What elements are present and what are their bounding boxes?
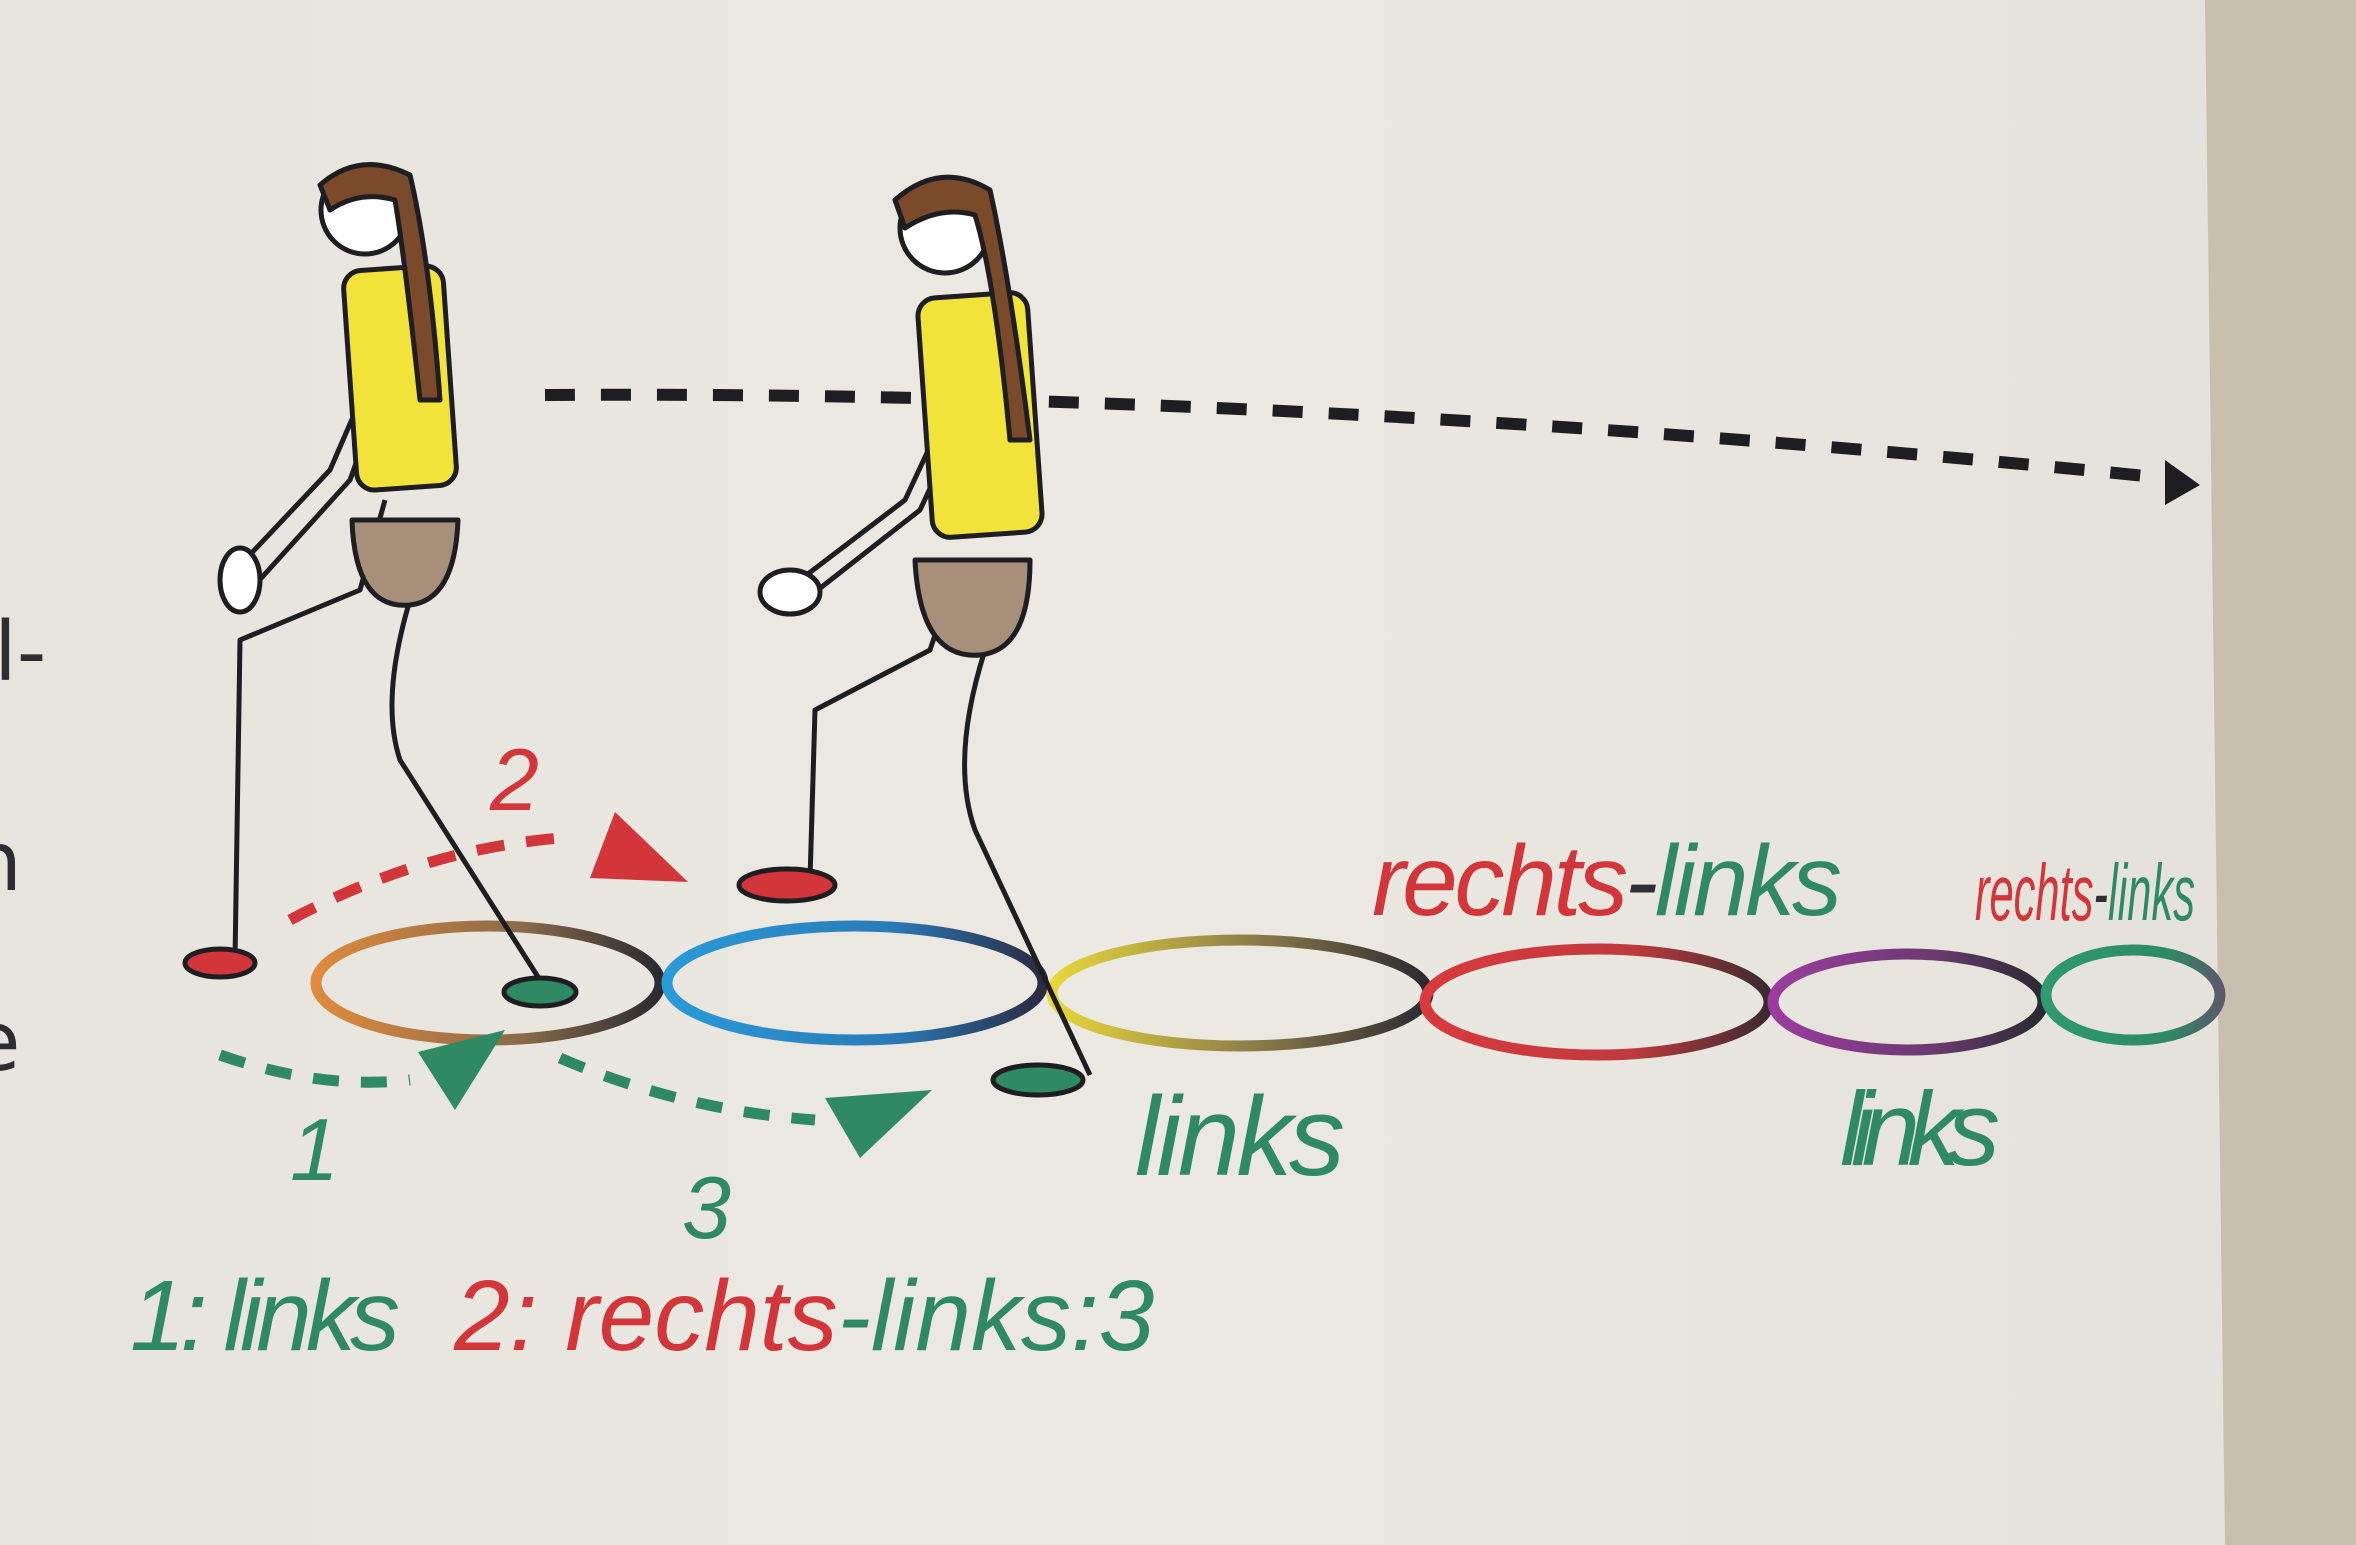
green-shoe [501,975,579,1009]
walking-figure-1 [182,162,579,1009]
label-dash: - [1625,825,1658,937]
caption-step-2: 2: rechts [453,1260,837,1372]
label-rechts: rechts [1975,848,2093,937]
green-shoe [990,1062,1086,1098]
step-1-path [218,1030,505,1110]
red-arrowhead-icon [590,812,688,882]
green-arrowhead-icon [825,1090,932,1158]
label-links: links [2108,848,2195,937]
label-links-2: links [1840,1071,2000,1188]
green-arrowhead-icon [418,1030,505,1110]
step-number-1: 1 [290,1100,339,1199]
label-rechts-links-1: rechts-links [1372,825,1842,937]
margin-text-3: e [0,995,20,1090]
red-shoe [182,946,258,980]
walking-figure-2 [736,174,1093,1098]
movement-direction-arrow [544,388,2200,505]
arrowhead-icon [2165,460,2200,505]
caption-step-1: 1: links [130,1260,400,1372]
hoop-row [310,920,2226,1061]
step-2-path [287,812,688,925]
label-rechts-links-2: rechts-links [1975,848,2195,937]
margin-text-2: n [0,815,22,910]
caption: 1: links 2: rechts-links:3 [130,1260,1154,1372]
label-links-1: links [1135,1074,1345,1199]
red-shoe [736,866,838,904]
hoop-blue [661,920,1049,1046]
page [0,0,2225,1545]
step-number-2: 2 [489,730,539,829]
hoop-green [2040,944,2226,1046]
caption-step-3: -links:3 [838,1260,1155,1372]
label-links: links [1655,825,1842,937]
label-rechts: rechts [1372,825,1628,937]
margin-text-1: l- [0,605,46,700]
step-3-path [557,1052,932,1158]
step-number-3: 3 [682,1158,731,1257]
label-dash: - [2093,848,2107,937]
